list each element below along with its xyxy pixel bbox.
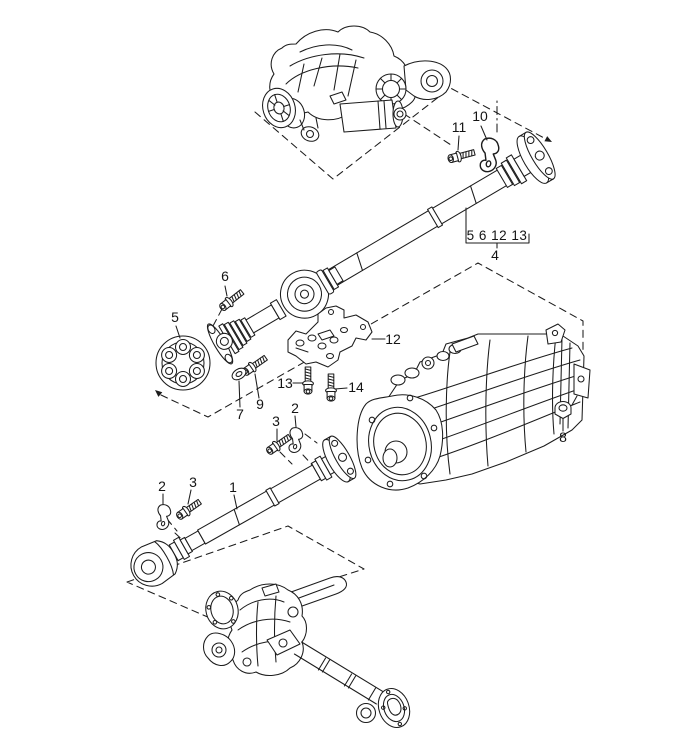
leader-10: [480, 125, 488, 141]
bolt-part14: [325, 373, 337, 402]
callout-3-upper: 3: [272, 413, 280, 429]
bolt-part13: [302, 366, 314, 395]
upper-assembly-boundary-dashes: [160, 262, 584, 418]
front-output-flange: [377, 687, 411, 729]
callout-7: 7: [236, 406, 244, 422]
leader-9: [254, 373, 260, 399]
front-diff-housing: [227, 583, 308, 677]
rear-diff-boundary-dashes: [254, 91, 446, 180]
leader-7: [238, 380, 241, 408]
nut-part8: [554, 400, 572, 420]
callout-labels: 11 10 6 5 12 13 14 7 9 2 3 2 3 1 8 5 6 1…: [158, 108, 567, 495]
callout-12: 12: [385, 331, 401, 347]
transmission-mount-ear: [573, 363, 591, 399]
upper-propshaft-drawing: [206, 131, 556, 365]
diff-output-flange: [262, 87, 306, 129]
fasteners: [152, 135, 572, 532]
leader-3-lower: [187, 489, 192, 505]
bolt-part11: [446, 146, 477, 166]
leader-1: [233, 494, 238, 510]
lower-propshaft-drawing: [130, 435, 357, 587]
callout-4: 4: [491, 247, 499, 263]
flex-disc-part5: [155, 335, 211, 391]
shaft-tube: [197, 464, 321, 545]
lower-assembly-boundary-dashes: [126, 525, 365, 619]
leader-2-upper: [294, 415, 297, 428]
clip-part2-lower: [152, 502, 174, 532]
callout-2-upper: 2: [291, 400, 299, 416]
callout-8: 8: [559, 429, 567, 445]
callout-5: 5: [171, 309, 179, 325]
callout-3-lower: 3: [189, 474, 197, 490]
washer-part7: [231, 367, 247, 381]
leader-lines: [162, 125, 564, 510]
leader-6: [224, 285, 228, 297]
callout-14: 14: [348, 379, 364, 395]
callout-11: 11: [452, 119, 467, 135]
leader-14: [334, 387, 348, 390]
transmission-drawing: [356, 323, 591, 491]
diff-align-dash-arrowed: [440, 82, 547, 140]
callout-1: 1: [229, 479, 237, 495]
callout-13: 13: [277, 375, 293, 391]
front-differential-drawing: [202, 576, 411, 729]
callout-2-lower: 2: [158, 478, 166, 494]
diff-actuator: [339, 99, 397, 133]
clip2-upper-guide-dash-a: [279, 451, 293, 465]
arrowhead-to-flange: [544, 136, 552, 142]
bearing-bracket-part12: [287, 305, 373, 368]
bolt-part6: [216, 287, 247, 314]
assembly-guide-lines: [126, 82, 584, 619]
bolt6-guide-dash: [212, 308, 223, 327]
arrowhead-to-flexdisc: [155, 390, 163, 397]
leader-5: [175, 325, 181, 339]
callout-9: 9: [256, 396, 264, 412]
clip2-upper-guide-dash-b: [304, 433, 318, 444]
bolt-part3-upper: [263, 431, 294, 458]
callout-6: 6: [221, 268, 229, 284]
callout-group-5-6-12-13: 5 6 12 13: [467, 228, 528, 243]
rear-differential-drawing: [262, 25, 452, 142]
callout-10: 10: [472, 108, 488, 124]
leader-11: [457, 135, 460, 151]
